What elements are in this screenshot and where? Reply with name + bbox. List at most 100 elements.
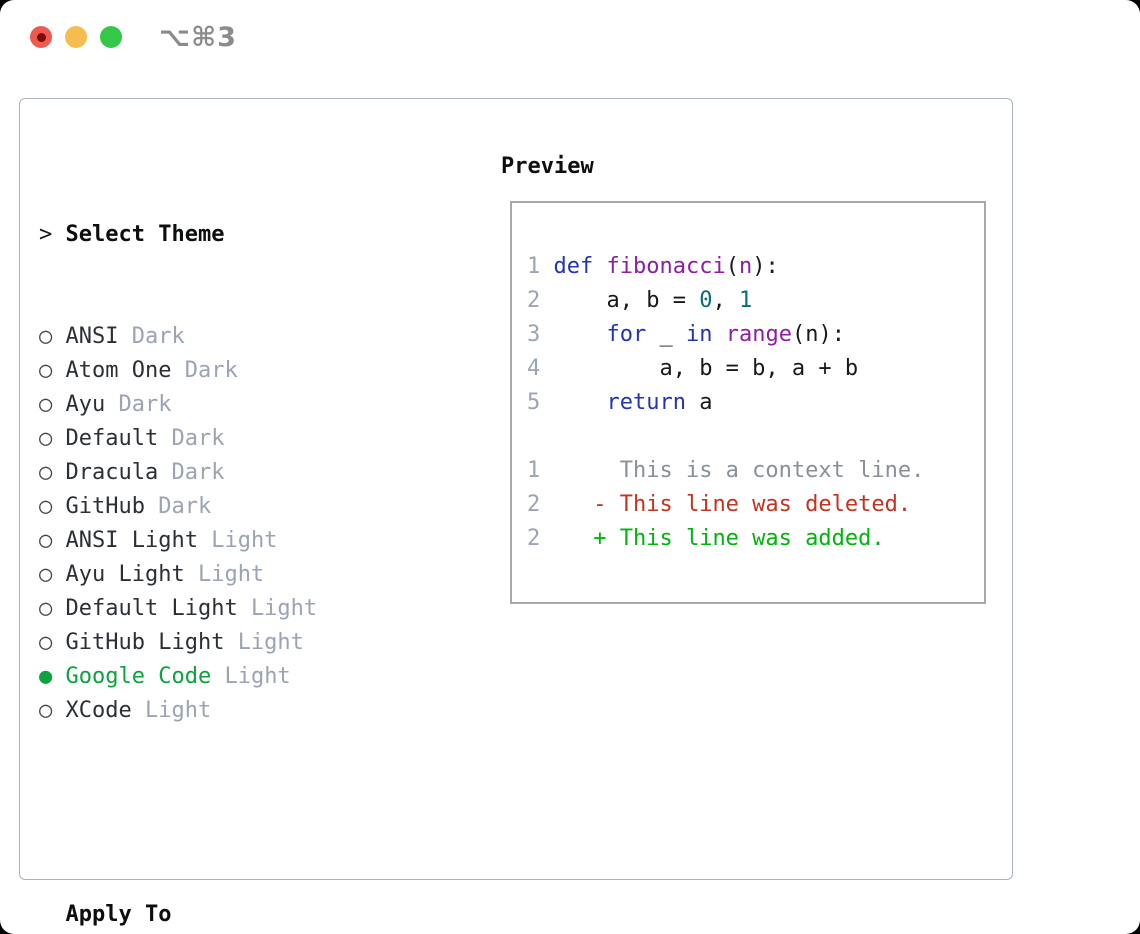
radio-unselected-icon: ○ — [39, 358, 66, 383]
theme-option-ayu-light[interactable]: ○ Ayu Light Light — [39, 558, 410, 592]
code-token-typ: n — [738, 254, 753, 279]
line-number: 1 — [527, 458, 541, 483]
theme-variant-tag: Dark — [131, 324, 185, 349]
code-token-pln — [540, 492, 593, 517]
preview-title: Preview — [501, 154, 594, 179]
theme-variant-tag: Light — [237, 630, 304, 655]
theme-name: Atom One — [65, 358, 185, 383]
theme-option-default[interactable]: ○ Default Dark — [39, 422, 410, 456]
code-token-pln: ): — [752, 254, 779, 279]
theme-option-dracula[interactable]: ○ Dracula Dark — [39, 456, 410, 490]
radio-unselected-icon: ○ — [39, 392, 66, 417]
code-token-pln: _ — [646, 322, 686, 347]
theme-name: GitHub Light — [65, 630, 238, 655]
radio-unselected-icon: ○ — [39, 630, 66, 655]
radio-unselected-icon: ○ — [39, 426, 66, 451]
radio-unselected-icon: ○ — [39, 562, 66, 587]
line-number: 1 — [527, 254, 541, 279]
theme-name: ANSI Light — [65, 528, 212, 553]
theme-variant-tag: Light — [197, 562, 265, 587]
code-line: 3 for _ in range(n): — [527, 318, 984, 352]
theme-option-ansi[interactable]: ○ ANSI Dark — [39, 320, 410, 354]
theme-option-xcode[interactable]: ○ XCode Light — [39, 694, 410, 728]
theme-name: XCode — [65, 698, 145, 723]
line-number: 2 — [527, 492, 541, 517]
theme-option-ansi-light[interactable]: ○ ANSI Light Light — [39, 524, 410, 558]
theme-variant-tag: Dark — [118, 392, 172, 417]
line-number: 5 — [527, 390, 541, 415]
radio-unselected-icon: ○ — [39, 596, 66, 621]
theme-name: GitHub — [65, 494, 159, 519]
theme-variant-tag: Dark — [171, 460, 225, 485]
code-token-pln: a, b = b, a + b — [540, 356, 859, 381]
theme-variant-tag: Dark — [184, 358, 238, 383]
code-token-lit: 0 — [699, 288, 713, 313]
code-token-pln — [540, 254, 553, 279]
line-number: 3 — [527, 322, 541, 347]
code-line: 1 def fibonacci(n): — [527, 250, 984, 284]
code-token-kwd: in — [685, 322, 713, 347]
code-token-del: - This line was deleted. — [593, 492, 912, 517]
code-token-kwd: def — [553, 254, 594, 279]
theme-option-default-light[interactable]: ○ Default Light Light — [39, 592, 410, 626]
window-title: ⌥⌘3 — [159, 21, 237, 53]
theme-option-atom-one[interactable]: ○ Atom One Dark — [39, 354, 410, 388]
code-token-typ: fibonacci — [606, 254, 726, 279]
code-token-lit: 1 — [738, 288, 753, 313]
code-line: 2 - This line was deleted. — [527, 488, 984, 522]
code-token-pln: a, b = — [540, 288, 700, 313]
theme-name: ANSI — [65, 324, 132, 349]
theme-name: Ayu Light — [65, 562, 198, 587]
code-token-pln: , — [712, 288, 739, 313]
code-token-pln: ( — [725, 254, 739, 279]
code-line: 4 a, b = b, a + b — [527, 352, 984, 386]
theme-selector-panel: > Select Theme ○ ANSI Dark○ Atom One Dar… — [19, 98, 1013, 927]
code-line — [527, 420, 984, 454]
code-token-pln — [540, 526, 593, 551]
select-theme-header-row: > Select Theme — [39, 218, 410, 252]
theme-name: Default Light — [65, 596, 251, 621]
minimize-button[interactable] — [65, 26, 87, 48]
code-token-kwd: return — [606, 390, 686, 415]
radio-unselected-icon: ○ — [39, 494, 66, 519]
spacer — [39, 796, 410, 830]
code-line: 5 return a — [527, 386, 984, 420]
code-token-pln — [712, 322, 725, 347]
line-number: 2 — [527, 526, 541, 551]
code-token-typ: range — [725, 322, 792, 347]
radio-unselected-icon: ○ — [39, 460, 66, 485]
theme-variant-tag: Dark — [158, 494, 212, 519]
code-line: 2 a, b = 0, 1 — [527, 284, 984, 318]
zoom-button[interactable] — [100, 26, 122, 48]
code-token-pln: a — [685, 390, 713, 415]
prompt-caret-icon: > — [39, 222, 66, 247]
theme-variant-tag: Light — [250, 596, 318, 621]
theme-variant-tag: Dark — [171, 426, 225, 451]
theme-option-google-code[interactable]: ● Google Code Light — [39, 660, 410, 694]
radio-unselected-icon: ○ — [39, 698, 66, 723]
theme-option-github-light[interactable]: ○ GitHub Light Light — [39, 626, 410, 660]
line-number: 2 — [527, 288, 541, 313]
theme-name: Ayu — [65, 392, 119, 417]
theme-option-github[interactable]: ○ GitHub Dark — [39, 490, 410, 524]
theme-variant-tag: Light — [211, 528, 278, 553]
line-number: 4 — [527, 356, 541, 381]
code-token-pln: (n): — [791, 322, 845, 347]
code-token-pln — [593, 254, 606, 279]
code-token-pln — [540, 322, 606, 347]
code-token-pln — [540, 390, 606, 415]
code-token-kwd: for — [606, 322, 647, 347]
radio-unselected-icon: ○ — [39, 528, 66, 553]
select-theme-title: Select Theme — [65, 222, 225, 247]
apply-to-title: Apply To — [65, 902, 172, 927]
theme-option-ayu[interactable]: ○ Ayu Dark — [39, 388, 410, 422]
theme-variant-tag: Light — [144, 698, 212, 723]
theme-variant-tag: Light — [224, 664, 291, 689]
theme-list-pane: > Select Theme ○ ANSI Dark○ Atom One Dar… — [39, 150, 410, 934]
close-button[interactable] — [30, 26, 52, 48]
close-modified-dot-icon — [36, 32, 46, 42]
theme-name: Default — [65, 426, 172, 451]
